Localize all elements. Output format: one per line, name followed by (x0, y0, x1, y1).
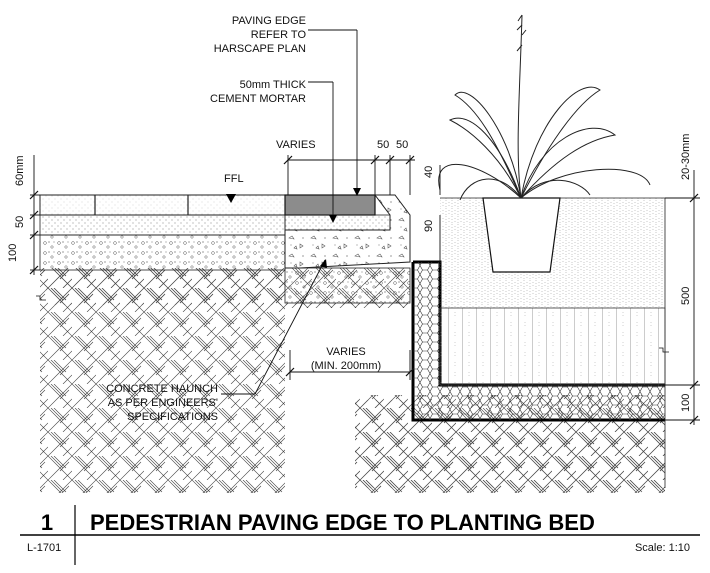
label-haunch-1: CONCRETE HAUNCH (106, 383, 218, 395)
arrowhead-icon (320, 259, 327, 268)
subgrade-left-block (40, 268, 285, 493)
label-varies-bottom-1: VARIES (326, 346, 366, 358)
label-mortar-1: 50mm THICK (240, 79, 307, 91)
sheet-reference: L-1701 (27, 542, 61, 554)
scale-label: Scale: 1:10 (635, 542, 690, 554)
arrowhead-icon (353, 188, 361, 196)
break-line-icon (36, 295, 46, 301)
dim-90: 90 (423, 220, 435, 232)
label-paving-edge-1: PAVING EDGE (232, 15, 306, 27)
dim-20-30mm: 20-30mm (680, 134, 692, 180)
dim-40: 40 (423, 166, 435, 178)
label-ffl: FFL (224, 173, 244, 185)
detail-number: 1 (41, 510, 53, 535)
arrowhead-icon (329, 215, 337, 223)
ffl-marker-icon (226, 194, 236, 203)
dim-100-right: 100 (680, 394, 692, 412)
base-course (39, 234, 286, 271)
label-varies-bottom-2: (MIN. 200mm) (311, 360, 381, 372)
break-line-icon (659, 347, 669, 353)
bedding-layer (39, 214, 286, 236)
drainage-layer (413, 262, 665, 420)
dim-500: 500 (680, 287, 692, 305)
dim-60mm: 60mm (14, 155, 26, 186)
label-mortar-2: CEMENT MORTAR (210, 93, 306, 105)
label-paving-edge-2: REFER TO (251, 29, 307, 41)
label-haunch-3: SPECIFICATIONS (127, 411, 218, 423)
detail-title: PEDESTRIAN PAVING EDGE TO PLANTING BED (90, 510, 595, 535)
plant-pot (482, 197, 561, 273)
plant-icon (438, 14, 651, 201)
label-paving-edge-3: HARSCAPE PLAN (214, 43, 306, 55)
edge-paver (284, 194, 376, 216)
drainage-cell (439, 307, 666, 386)
dim-50-left: 50 (14, 216, 26, 228)
label-haunch-2: AS PER ENGINEERS' (108, 397, 218, 409)
cement-mortar (284, 214, 391, 231)
dim-50a: 50 (377, 139, 389, 151)
dim-100-left: 100 (7, 244, 19, 262)
dim-50b: 50 (396, 139, 408, 151)
label-varies-top: VARIES (276, 139, 316, 151)
